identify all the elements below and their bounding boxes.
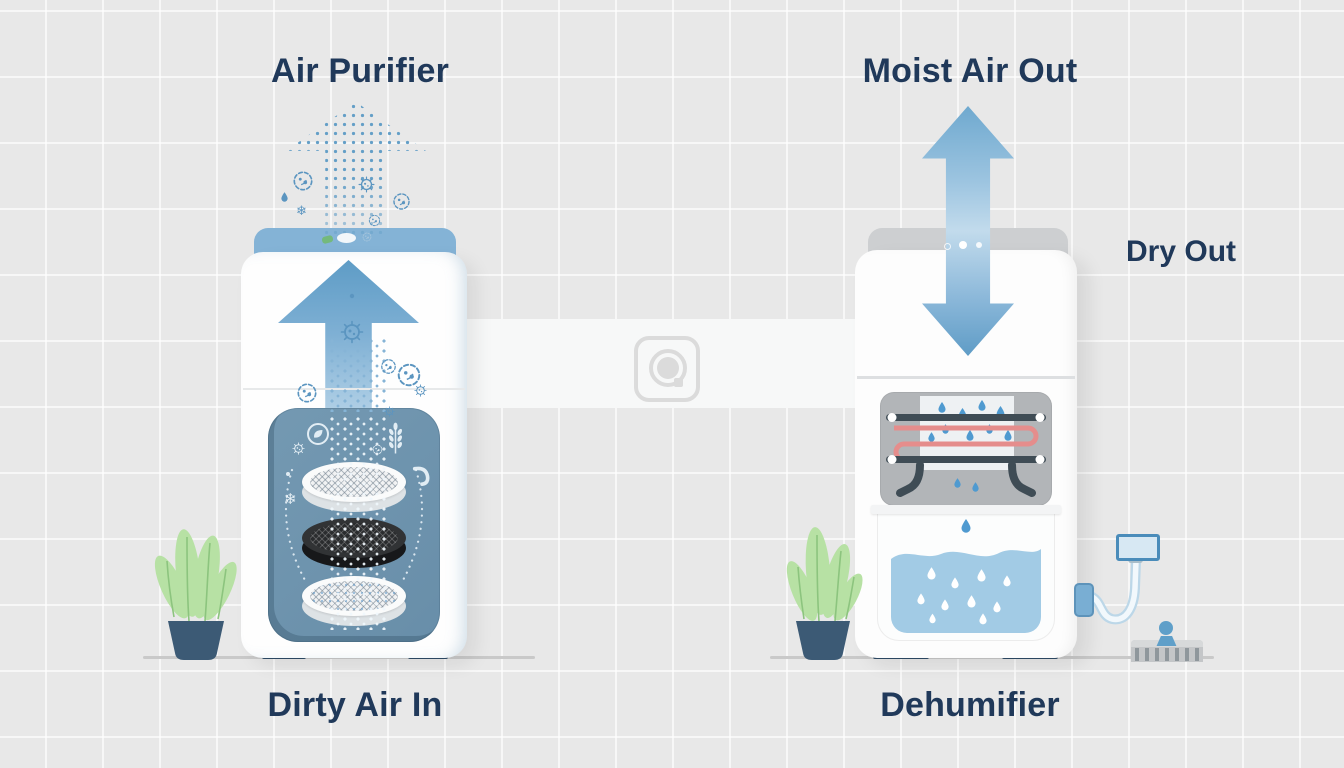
germ-icon	[297, 383, 317, 403]
germ-icon	[293, 171, 313, 191]
water-tank-lip	[871, 505, 1061, 514]
dry-out-label: Dry Out	[1126, 235, 1237, 268]
dirty-air-in-label: Dirty Air In	[267, 686, 443, 724]
plant-pot	[796, 621, 850, 660]
purifier-indicator-oval	[337, 233, 356, 243]
condenser-coil-icon	[880, 392, 1052, 506]
germ-icon	[393, 193, 410, 210]
germ-icon	[381, 359, 396, 374]
moist-air-out-title: Moist Air Out	[862, 52, 1078, 90]
drain-drop-base	[1156, 636, 1177, 646]
drain-drop-head	[1159, 621, 1173, 635]
watermark-core	[657, 357, 679, 379]
drain-port	[1074, 583, 1094, 617]
plant-icon	[154, 529, 237, 660]
coil-panel-art	[886, 396, 1046, 497]
watermark-chip	[674, 378, 683, 387]
wheat-icon	[388, 422, 403, 455]
hose-icon	[1085, 556, 1141, 625]
airflow-dots-lower	[330, 416, 386, 630]
airflow-arc-dots	[284, 468, 424, 584]
water-art	[891, 549, 1041, 633]
cap-mini-germ-icon	[362, 232, 372, 242]
germ-icon	[397, 363, 421, 387]
cap-button	[976, 242, 982, 248]
snowflake-icon: ❄	[296, 203, 307, 218]
purifier-particle-decoration	[281, 171, 430, 584]
lens-watermark-icon	[634, 336, 700, 402]
watermark-ring	[649, 349, 687, 387]
dehumidifier-label: Dehumifier	[880, 686, 1060, 724]
tank-water	[891, 539, 1041, 633]
water-drop-icon	[961, 519, 971, 533]
dust-dot	[286, 472, 290, 476]
water-drop-icon	[281, 192, 288, 202]
dehumidifier-seam-line	[857, 376, 1075, 379]
virus-icon	[340, 320, 364, 344]
airflow-dots-upper	[330, 338, 386, 412]
leaf-circle-icon	[307, 423, 329, 445]
plant-pot	[168, 621, 224, 660]
germ-icon	[372, 444, 383, 455]
cap-button	[944, 243, 951, 250]
virus-icon	[358, 176, 375, 193]
virus-icon	[292, 442, 305, 455]
hose-plug	[1116, 534, 1160, 561]
drip-drops	[954, 478, 979, 492]
coil-bars	[886, 413, 1046, 464]
water-tank	[877, 513, 1055, 641]
germ-icon	[368, 214, 381, 227]
virus-icon	[384, 406, 395, 417]
plant-icon	[786, 527, 863, 660]
drain-slats	[1135, 648, 1199, 661]
drain-pipes	[896, 461, 1036, 497]
cap-button	[959, 241, 967, 249]
virus-icon	[414, 384, 427, 397]
air-purifier-title: Air Purifier	[270, 52, 450, 90]
dust-dot	[349, 293, 355, 299]
snowflake-icon: ❄	[284, 491, 297, 508]
